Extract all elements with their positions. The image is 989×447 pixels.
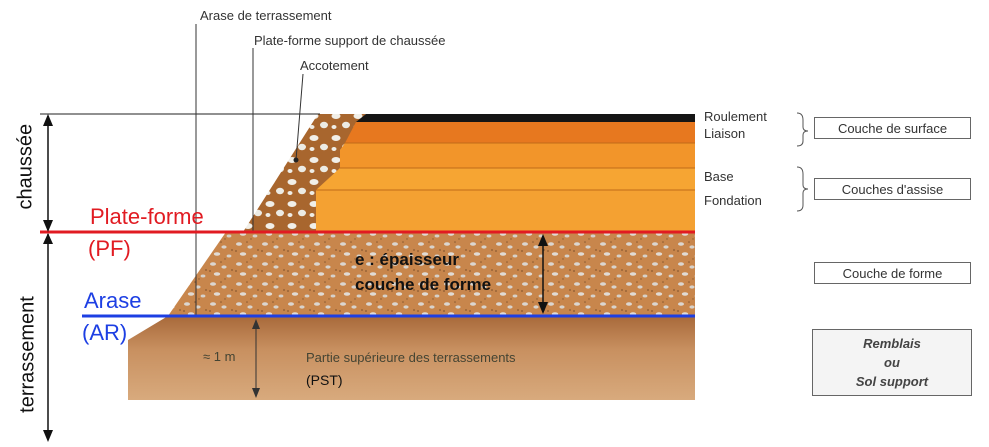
- base-label: Base: [704, 169, 734, 184]
- roulement-label: Roulement: [704, 109, 767, 124]
- pst-label: Partie supérieure des terrassements: [306, 350, 516, 365]
- accotement-leader-line: [295, 73, 304, 161]
- pst-abbr: (PST): [306, 372, 343, 388]
- couche-de-forme-layer: [168, 232, 695, 316]
- accotement-layer: [243, 114, 366, 232]
- couches-assise-box: Couches d'assise: [814, 178, 971, 200]
- roulement-layer: [356, 114, 695, 122]
- pf-abbr: (PF): [88, 236, 131, 261]
- ou-label: ou: [884, 355, 900, 370]
- couche-de-forme-box: Couche de forme: [814, 262, 971, 284]
- remblais-label: Remblais: [863, 336, 921, 351]
- base-layer: [340, 143, 695, 168]
- assise-brace: [796, 166, 809, 212]
- liaison-layer: [345, 122, 695, 143]
- one-meter-label: ≈ 1 m: [203, 349, 236, 364]
- epaisseur-label: e : épaisseur: [355, 250, 459, 269]
- couche-de-forme-inner-label: couche de forme: [355, 275, 492, 294]
- liaison-label: Liaison: [704, 126, 746, 141]
- couche-de-surface-box: Couche de surface: [814, 117, 971, 139]
- fondation-label: Fondation: [704, 193, 762, 208]
- plate-forme-support-label: Plate-forme support de chaussée: [254, 33, 446, 48]
- chaussee-label: chaussée: [14, 123, 37, 210]
- arase-title: Arase: [84, 288, 142, 313]
- fondation-layer: [316, 190, 695, 232]
- sol-support-layer: [128, 316, 695, 400]
- ar-abbr: (AR): [82, 320, 128, 345]
- arase-terrassement-label: Arase de terrassement: [200, 8, 332, 23]
- sol-support-label: Sol support: [855, 374, 929, 389]
- remblais-box: Remblais ou Sol support: [812, 329, 972, 396]
- surface-brace: [796, 112, 809, 147]
- plate-forme-title: Plate-forme: [90, 204, 204, 229]
- accotement-label: Accotement: [300, 58, 369, 73]
- terrassement-label: terrassement: [16, 296, 39, 413]
